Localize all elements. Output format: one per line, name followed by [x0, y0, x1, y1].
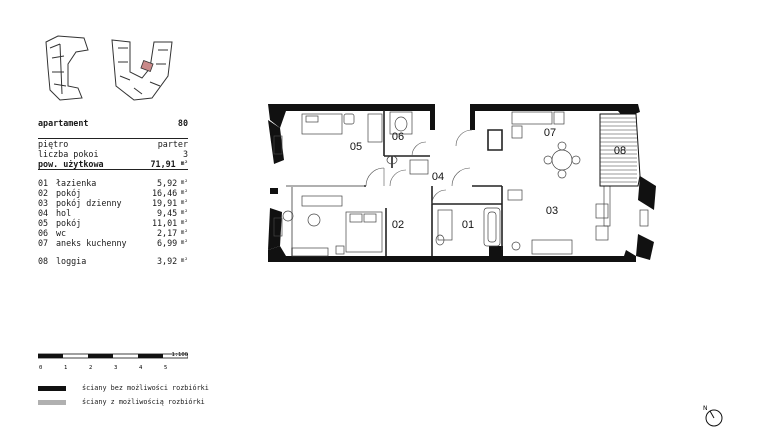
wall-legend: ściany bez możliwości rozbiórki ściany z… [38, 383, 209, 411]
apartment-number: 80 [177, 118, 188, 128]
room-label-07: 07 [544, 127, 556, 139]
door-swings [365, 129, 473, 205]
scale-tick-label: 4 [139, 365, 143, 371]
scale-tick-label: 2 [89, 365, 92, 371]
apartment-info: apartament 80 piętro parter liczba pokoi… [38, 118, 188, 266]
floor-plan: 01 02 03 04 05 06 07 08 [268, 104, 656, 262]
scale-ratio: 1:100 [171, 352, 188, 358]
scale-tick-label: 5 [164, 365, 167, 371]
legend-swatch-grey [38, 399, 66, 405]
summary-row: liczba pokoi 3 [38, 149, 188, 159]
room-label-05: 05 [350, 141, 362, 153]
legend-item-removable-walls: ściany z możliwością rozbiórki [38, 397, 209, 407]
load-bearing-walls [268, 104, 656, 262]
scale-tick-label: 3 [114, 365, 117, 371]
furniture [273, 111, 649, 257]
legend-swatch-black [38, 385, 66, 391]
room-label-08: 08 [614, 145, 626, 157]
north-label: N [703, 405, 708, 412]
room-label-02: 02 [392, 219, 404, 231]
north-arrow: N [703, 405, 723, 427]
summary-row: piętro parter [38, 139, 188, 149]
room-labels: 01 02 03 04 05 06 07 08 [350, 127, 626, 231]
scale-tick-label: 0 [39, 365, 42, 371]
legend-item-permanent-walls: ściany bez możliwości rozbiórki [38, 383, 209, 393]
removable-walls [286, 185, 364, 256]
room-label-06: 06 [392, 131, 404, 143]
loggia-hatch [599, 113, 641, 187]
building-key-plan [45, 35, 173, 101]
summary-row-total-area: pow. użytkowa 71,91 m² [38, 159, 188, 169]
room-label-01: 01 [462, 219, 474, 231]
room-label-04: 04 [432, 171, 444, 183]
apartment-label: apartament [38, 118, 89, 128]
apartment-title-row: apartament 80 [38, 118, 188, 128]
scale-bar: 0 1 2 3 4 5 1:100 [38, 352, 188, 371]
room-label-03: 03 [546, 205, 558, 217]
apartment-highlight [140, 60, 154, 72]
scale-tick-label: 1 [64, 365, 67, 371]
